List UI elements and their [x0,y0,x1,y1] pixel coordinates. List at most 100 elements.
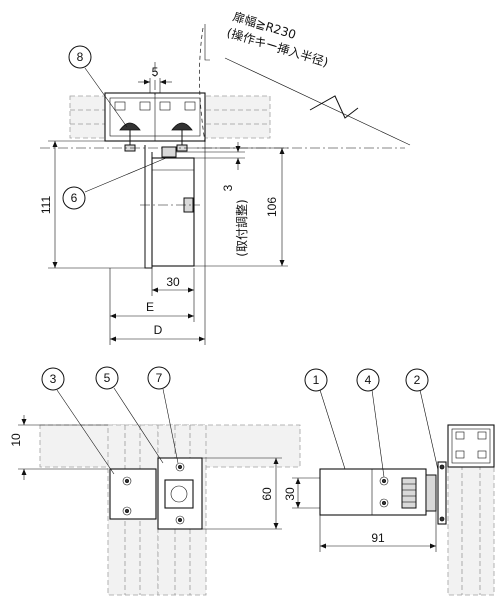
dim-30b-label: 30 [283,487,297,501]
dim-10-label: 10 [9,433,23,447]
arrow [21,469,27,475]
arrow [273,458,279,464]
door-radius-line [224,57,411,146]
extrusion-section [447,424,495,468]
arrow [320,543,326,549]
screw-hole [122,506,132,516]
extrusion-slot [477,431,487,440]
screw-hole [379,498,389,508]
dim-60-label: 60 [260,487,274,501]
actuator-hole [170,485,188,503]
balloon-5 [95,366,119,390]
bracket [144,145,153,269]
side-view: 30 91 1 4 2 [283,368,495,596]
balloon-2-label: 2 [414,373,421,387]
switch-plate [109,468,157,520]
door-arc-lead [204,24,210,61]
arrow [21,419,27,425]
balloon-6-label: 6 [71,191,78,205]
adjust-note: (取付調整) [234,199,249,256]
arrow [188,287,194,293]
balloon-8-label: 8 [77,50,84,64]
break-line [309,95,359,119]
balloon-4 [356,368,380,392]
balloon-1 [304,368,328,392]
bracket-side [437,461,447,525]
leader-8 [84,67,128,128]
balloon-5-label: 5 [104,371,111,385]
dim-106-label: 106 [265,197,279,217]
leader-5 [113,387,164,464]
leader-2 [419,389,439,471]
leader-4 [371,389,385,478]
screw-center [125,478,130,483]
arrow [110,336,116,342]
actuator-key [161,146,177,158]
screw-hole [175,515,185,525]
arrow [52,262,58,268]
screw-center [381,478,386,483]
extrusion-slot [159,101,171,111]
t-nut-left [119,122,141,131]
dim-30-label: 30 [166,275,180,289]
balloon-4-label: 4 [365,373,372,387]
arrow [144,79,150,85]
screw-center [381,500,386,505]
extrusion-slot [114,101,126,111]
screw-center [439,516,445,522]
arrow [430,543,436,549]
dim-5-label: 5 [152,65,159,79]
extrusion-slot [477,450,487,459]
screw-center [177,518,182,523]
extrusion-inner [451,428,491,464]
screw-center [439,464,445,470]
arrow [160,79,166,85]
dim-D-label: D [154,323,163,337]
extrusion-slot [455,431,465,440]
balloon-3-label: 3 [50,372,57,386]
arrow [188,313,194,319]
arrow [279,148,285,154]
balloon-7-label: 7 [156,371,163,385]
screw-center [177,464,182,469]
balloon-7 [147,366,171,390]
switch-connector [401,477,417,509]
arrow [273,523,279,529]
extrusion-slot [184,101,196,111]
arrow [295,478,301,484]
top-view: 5 111 106 3 (取付調整) 30 [39,9,411,345]
dim-91-label: 91 [371,531,385,545]
door-swing-arc [199,27,206,143]
dim-111-label: 111 [39,196,53,215]
actuator-side [425,474,437,512]
balloon-3 [41,367,65,391]
leader-1 [319,389,346,470]
leader-7 [162,388,179,464]
arrow [199,336,205,342]
extrusion-slot [455,450,465,459]
balloon-1-label: 1 [313,373,320,387]
arrow [235,158,241,164]
arrow [235,146,241,152]
arrow [279,260,285,266]
leader-3 [56,389,115,475]
screw-hole [122,476,132,486]
extrusion-slot [139,101,151,111]
balloon-8 [68,45,92,69]
arrow [152,287,158,293]
arrow [110,313,116,319]
actuator-head [164,479,194,509]
leader-6 [84,157,167,193]
dim-3-label: 3 [221,184,235,191]
screw-center [125,508,130,513]
arrow [52,141,58,147]
balloon-2 [405,368,429,392]
arrow [295,502,301,508]
screw-hole [175,462,185,472]
balloon-6 [62,186,86,210]
front-view: 10 60 3 5 7 [9,366,301,596]
t-nut-right [171,122,193,131]
dim-E-label: E [146,300,154,314]
